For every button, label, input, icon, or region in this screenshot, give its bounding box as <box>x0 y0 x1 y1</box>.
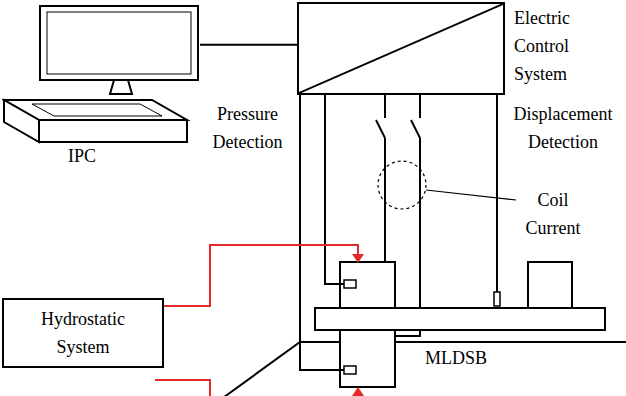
signal-label: Coil Current <box>512 186 594 242</box>
computer-node: IPC <box>2 4 200 168</box>
pressure-sensor <box>344 280 356 288</box>
upper-bearing-pad <box>340 262 395 308</box>
computer-icon <box>4 100 39 142</box>
base-plane-outline <box>220 342 626 396</box>
text-label: Electric Control System <box>514 4 614 88</box>
pressure-wire <box>325 283 344 285</box>
coil-wire <box>384 95 386 262</box>
text-label: Hydrostatic System <box>28 305 138 361</box>
computer-icon <box>110 80 132 94</box>
displacement-wire <box>496 95 498 292</box>
oil-line <box>155 380 210 396</box>
connector-line <box>200 44 297 45</box>
text-label: MLDSB <box>425 344 487 372</box>
text-label: IPC <box>42 142 122 170</box>
control-system-box: Electric Control System <box>297 2 505 95</box>
oil-line <box>155 245 358 306</box>
base-plane: MLDSB <box>200 340 626 396</box>
support-block <box>528 262 572 308</box>
oil-line <box>357 395 359 396</box>
rotor-plate <box>315 308 605 330</box>
converter-diagonal <box>299 4 503 93</box>
oil-arrowhead <box>352 254 364 263</box>
converter-diagonal <box>299 4 503 93</box>
signal-label: Displacement Detection <box>506 100 620 156</box>
base-plane-outline <box>200 340 626 396</box>
pressure-wire <box>338 369 344 371</box>
oil-arrowhead <box>352 387 364 396</box>
computer-icon <box>47 12 191 74</box>
leader-line <box>426 190 516 200</box>
signal-label: Pressure Detection <box>200 100 295 156</box>
computer-icon <box>39 120 187 142</box>
lower-bearing-pad <box>340 330 395 387</box>
switch-symbol <box>411 120 420 138</box>
switch-symbol <box>376 120 385 138</box>
connector-line <box>200 44 297 46</box>
pressure-wire <box>325 95 344 284</box>
computer-icon <box>2 4 200 168</box>
pressure-sensor <box>344 366 356 374</box>
displacement-sensor <box>494 292 500 306</box>
computer-icon <box>32 104 162 116</box>
coil-wire <box>395 95 420 336</box>
coil-current-marker <box>378 161 426 209</box>
hydrostatic-box: Hydrostatic System <box>2 298 164 368</box>
computer-icon <box>40 6 198 80</box>
